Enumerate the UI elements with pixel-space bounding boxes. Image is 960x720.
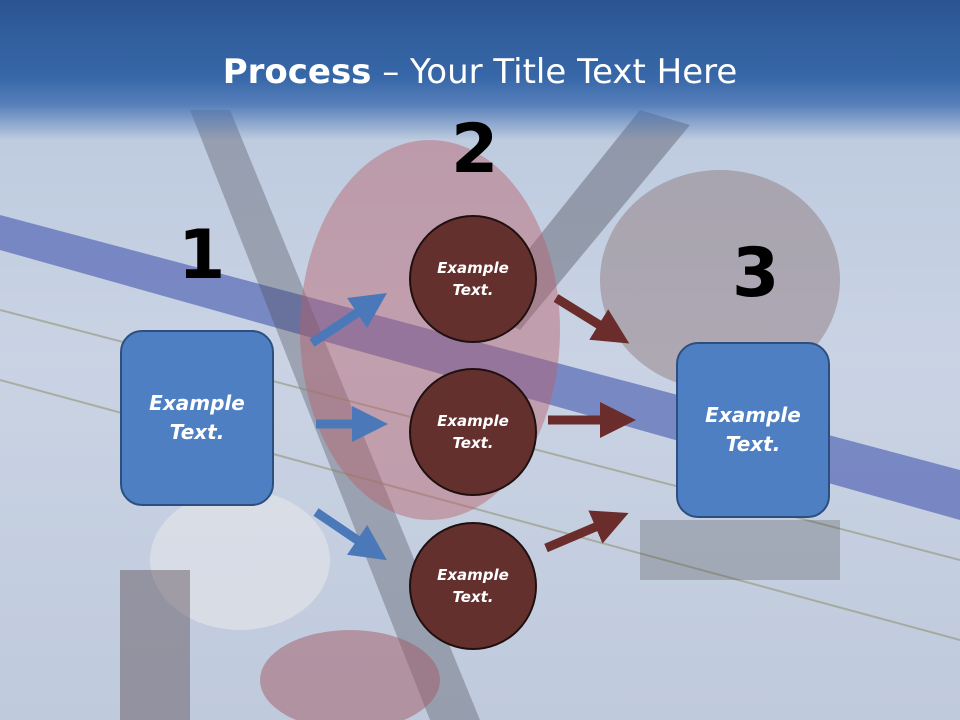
circle-bottom-line1: Example [437, 565, 509, 584]
title-bold: Process [222, 52, 372, 92]
circle-middle-line2: Text. [452, 434, 494, 452]
arrow-red-up [544, 510, 629, 553]
step-number-3: 3 [732, 234, 780, 313]
circle-middle-line1: Example [437, 411, 509, 430]
step-3-text-line2: Text. [725, 432, 781, 456]
circle-top-line1: Example [437, 258, 509, 277]
arrow-red-down [553, 294, 630, 344]
step-1-text-line2: Text. [169, 420, 225, 444]
step-1-box[interactable]: Example Text. [120, 330, 274, 506]
step-2-circle-top[interactable]: Example Text. [409, 215, 537, 343]
slide-title: Process – Your Title Text Here [0, 52, 960, 92]
arrow-blue-up [309, 293, 387, 347]
step-2-circle-bottom[interactable]: Example Text. [409, 522, 537, 650]
circle-top-line2: Text. [452, 281, 494, 299]
circle-bottom-line2: Text. [452, 588, 494, 606]
step-number-1: 1 [178, 216, 226, 295]
title-band [0, 0, 960, 140]
step-2-circle-middle[interactable]: Example Text. [409, 368, 537, 496]
step-number-2: 2 [451, 110, 499, 189]
step-3-text-line1: Example [705, 403, 801, 427]
title-rest: – Your Title Text Here [371, 52, 738, 92]
step-3-box[interactable]: Example Text. [676, 342, 830, 518]
step-1-text-line1: Example [149, 391, 245, 415]
arrow-blue-down [313, 508, 387, 561]
